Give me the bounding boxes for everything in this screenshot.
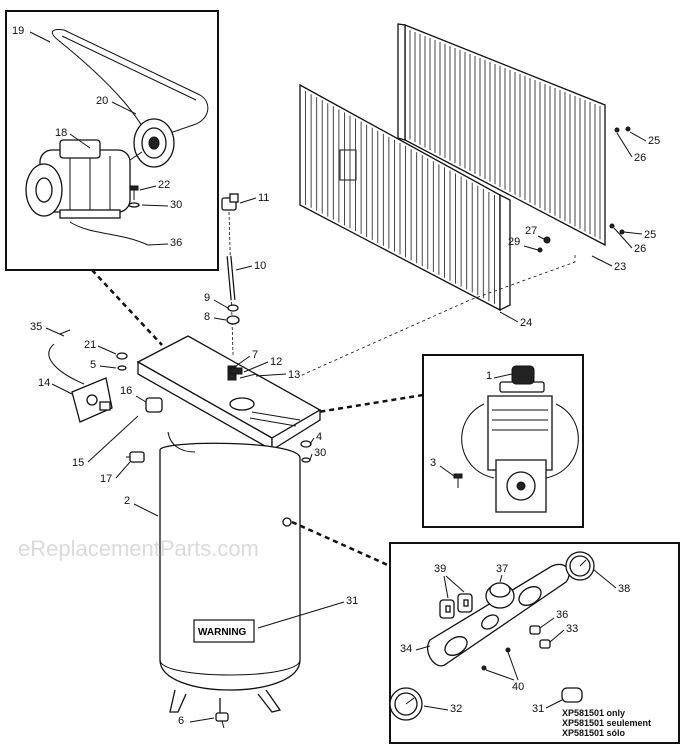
callout-35: 37 <box>496 563 508 575</box>
callout-28: 30 <box>170 199 182 211</box>
manifold-leader <box>291 520 391 568</box>
tank-gauge-port <box>282 517 292 527</box>
tank-legs <box>169 689 282 716</box>
motor-cord <box>69 221 149 246</box>
tank-platform <box>136 335 322 452</box>
callout-25-upper: 25 <box>648 135 660 147</box>
callout-10: 10 <box>254 260 266 272</box>
manifold-inset-frame <box>389 542 680 744</box>
callout-8: 8 <box>204 311 210 323</box>
warning-decal: WARNING <box>193 619 255 643</box>
pump-bolt <box>453 473 463 488</box>
callout-17: 17 <box>100 473 112 485</box>
callout-33: 32 <box>450 703 462 715</box>
motor-leader <box>91 269 163 346</box>
callout-34: 38 <box>618 583 630 595</box>
callout-7: 7 <box>252 349 258 361</box>
manifold <box>427 563 570 667</box>
power-cord <box>48 343 85 385</box>
guard-fasteners <box>537 126 631 253</box>
callout-36: 36 <box>556 609 568 621</box>
callout-31: 31 <box>346 595 358 607</box>
callout-16: 16 <box>120 385 132 397</box>
regulator-knob <box>485 582 515 609</box>
callout-15: 15 <box>72 457 84 469</box>
callout-23: 23 <box>614 261 626 273</box>
pressure-gauge-top <box>565 551 595 581</box>
callout-30: 36 <box>170 237 182 249</box>
callout-9: 9 <box>204 292 210 304</box>
callout-38: 34 <box>400 643 412 655</box>
safety-valve <box>126 451 145 463</box>
model-note-line-1: XP581501 only <box>562 708 625 718</box>
callout-13: 13 <box>288 369 300 381</box>
air-tank <box>159 431 301 691</box>
callout-5: 5 <box>90 359 96 371</box>
callout-40: 40 <box>512 681 524 693</box>
watermark: eReplacementParts.com <box>18 536 259 561</box>
pulley <box>133 118 175 168</box>
callout-26-upper: 26 <box>634 152 646 164</box>
callout-19: 19 <box>12 25 24 37</box>
callout-37: 33 <box>566 623 578 635</box>
compressor-pump <box>461 365 579 513</box>
drain-valve <box>215 712 229 729</box>
quick-couplers <box>439 593 473 619</box>
callout-1: 1 <box>486 370 492 382</box>
elbow-fitting <box>221 193 239 211</box>
check-valve <box>145 397 163 413</box>
belt <box>51 29 209 141</box>
callout-11: 11 <box>258 192 269 204</box>
warning-label: WARNING <box>198 627 247 638</box>
pressure-gauge-bottom <box>389 687 423 721</box>
callout-22: 22 <box>158 179 170 191</box>
pump-leader <box>317 393 424 414</box>
callout-30-cord: 35 <box>30 321 42 333</box>
belt-guard-front-grille <box>305 91 495 305</box>
callout-39: 39 <box>434 563 446 575</box>
callout-3: 3 <box>430 457 436 469</box>
belt-guard-cutout <box>339 149 357 181</box>
tube-nut <box>227 304 239 312</box>
pressure-switch <box>71 377 113 423</box>
callout-12: 12 <box>270 356 282 368</box>
callout-32: 31 <box>532 703 544 715</box>
belt-guard-back-grille <box>409 30 601 240</box>
model-note-line-3: XP581501 sólo <box>562 728 626 738</box>
motor-bolt <box>128 185 140 208</box>
callout-26-lower: 26 <box>634 243 646 255</box>
motor-inset-frame <box>5 10 219 271</box>
manifold-fittings <box>481 625 583 703</box>
callout-20: 20 <box>96 95 108 107</box>
callout-2: 2 <box>124 495 130 507</box>
callout-29: 30 <box>314 447 326 459</box>
callout-25-lower: 25 <box>644 229 656 241</box>
callout-4: 4 <box>316 431 322 443</box>
callout-28-guard: 29 <box>508 236 520 248</box>
pump-inset-frame <box>422 354 584 528</box>
model-note-line-2: XP581501 seulement <box>562 718 651 728</box>
tube-ferrule <box>226 315 240 325</box>
callout-24: 24 <box>520 317 532 329</box>
callout-18: 18 <box>55 127 67 139</box>
callout-27: 27 <box>525 225 537 237</box>
callout-21: 21 <box>84 339 96 351</box>
callout-14: 14 <box>38 377 50 389</box>
callout-6: 6 <box>178 715 184 727</box>
electric-motor <box>25 139 143 219</box>
